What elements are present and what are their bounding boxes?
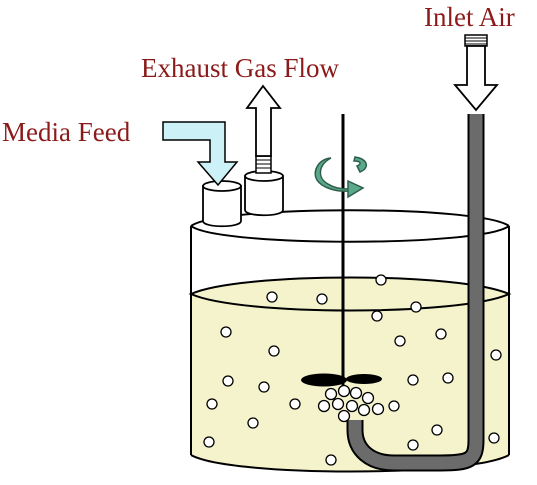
vessel-rim-front <box>190 225 510 243</box>
bubble <box>394 335 406 347</box>
bubble <box>220 326 232 338</box>
liquid-surface <box>188 276 512 312</box>
bubble <box>247 417 259 429</box>
media-feed-label: Media Feed <box>2 117 131 147</box>
bubble <box>317 399 331 413</box>
up-arrow-icon <box>245 84 282 157</box>
bubble <box>407 439 419 451</box>
bubble <box>203 436 215 448</box>
exhaust-port <box>244 155 284 217</box>
bent-arrow-icon <box>162 121 239 187</box>
exhaust-gas-flow-label: Exhaust Gas Flow <box>141 53 339 83</box>
bubble <box>325 454 337 466</box>
bubble <box>349 386 363 400</box>
bubble <box>361 391 375 405</box>
inlet-air-label: Inlet Air <box>424 2 515 32</box>
bubble <box>337 409 351 423</box>
impeller-blade-left <box>301 373 347 387</box>
bubble <box>324 387 338 401</box>
bubble <box>375 274 387 286</box>
bubble <box>490 349 502 361</box>
bubble <box>442 372 454 384</box>
bubble <box>357 403 371 417</box>
inlet-air-nozzle <box>464 34 488 47</box>
bubble <box>268 345 280 357</box>
bubble <box>222 375 234 387</box>
bubble <box>206 398 218 410</box>
bubble <box>431 424 443 436</box>
rotation-arrow-icon <box>314 156 367 199</box>
down-arrow-icon <box>453 45 499 112</box>
bubble <box>337 384 351 398</box>
bubble <box>331 397 345 411</box>
bubble <box>435 328 447 340</box>
bubble <box>410 301 422 313</box>
bubble <box>266 291 278 303</box>
bubble <box>345 399 359 413</box>
bubble <box>371 310 383 322</box>
bubble <box>316 293 328 305</box>
impeller-blade-right <box>346 374 382 384</box>
vessel-bottom <box>190 454 510 473</box>
bubble <box>407 374 419 386</box>
air-bubbles <box>203 274 502 466</box>
culture-medium <box>191 277 509 472</box>
bubble <box>371 402 385 416</box>
bubble <box>258 381 270 393</box>
bubble <box>488 432 500 444</box>
bubble <box>388 400 400 412</box>
media-feed-port <box>202 180 242 228</box>
bubble <box>289 398 301 410</box>
air-sparger-pipe <box>348 114 483 470</box>
